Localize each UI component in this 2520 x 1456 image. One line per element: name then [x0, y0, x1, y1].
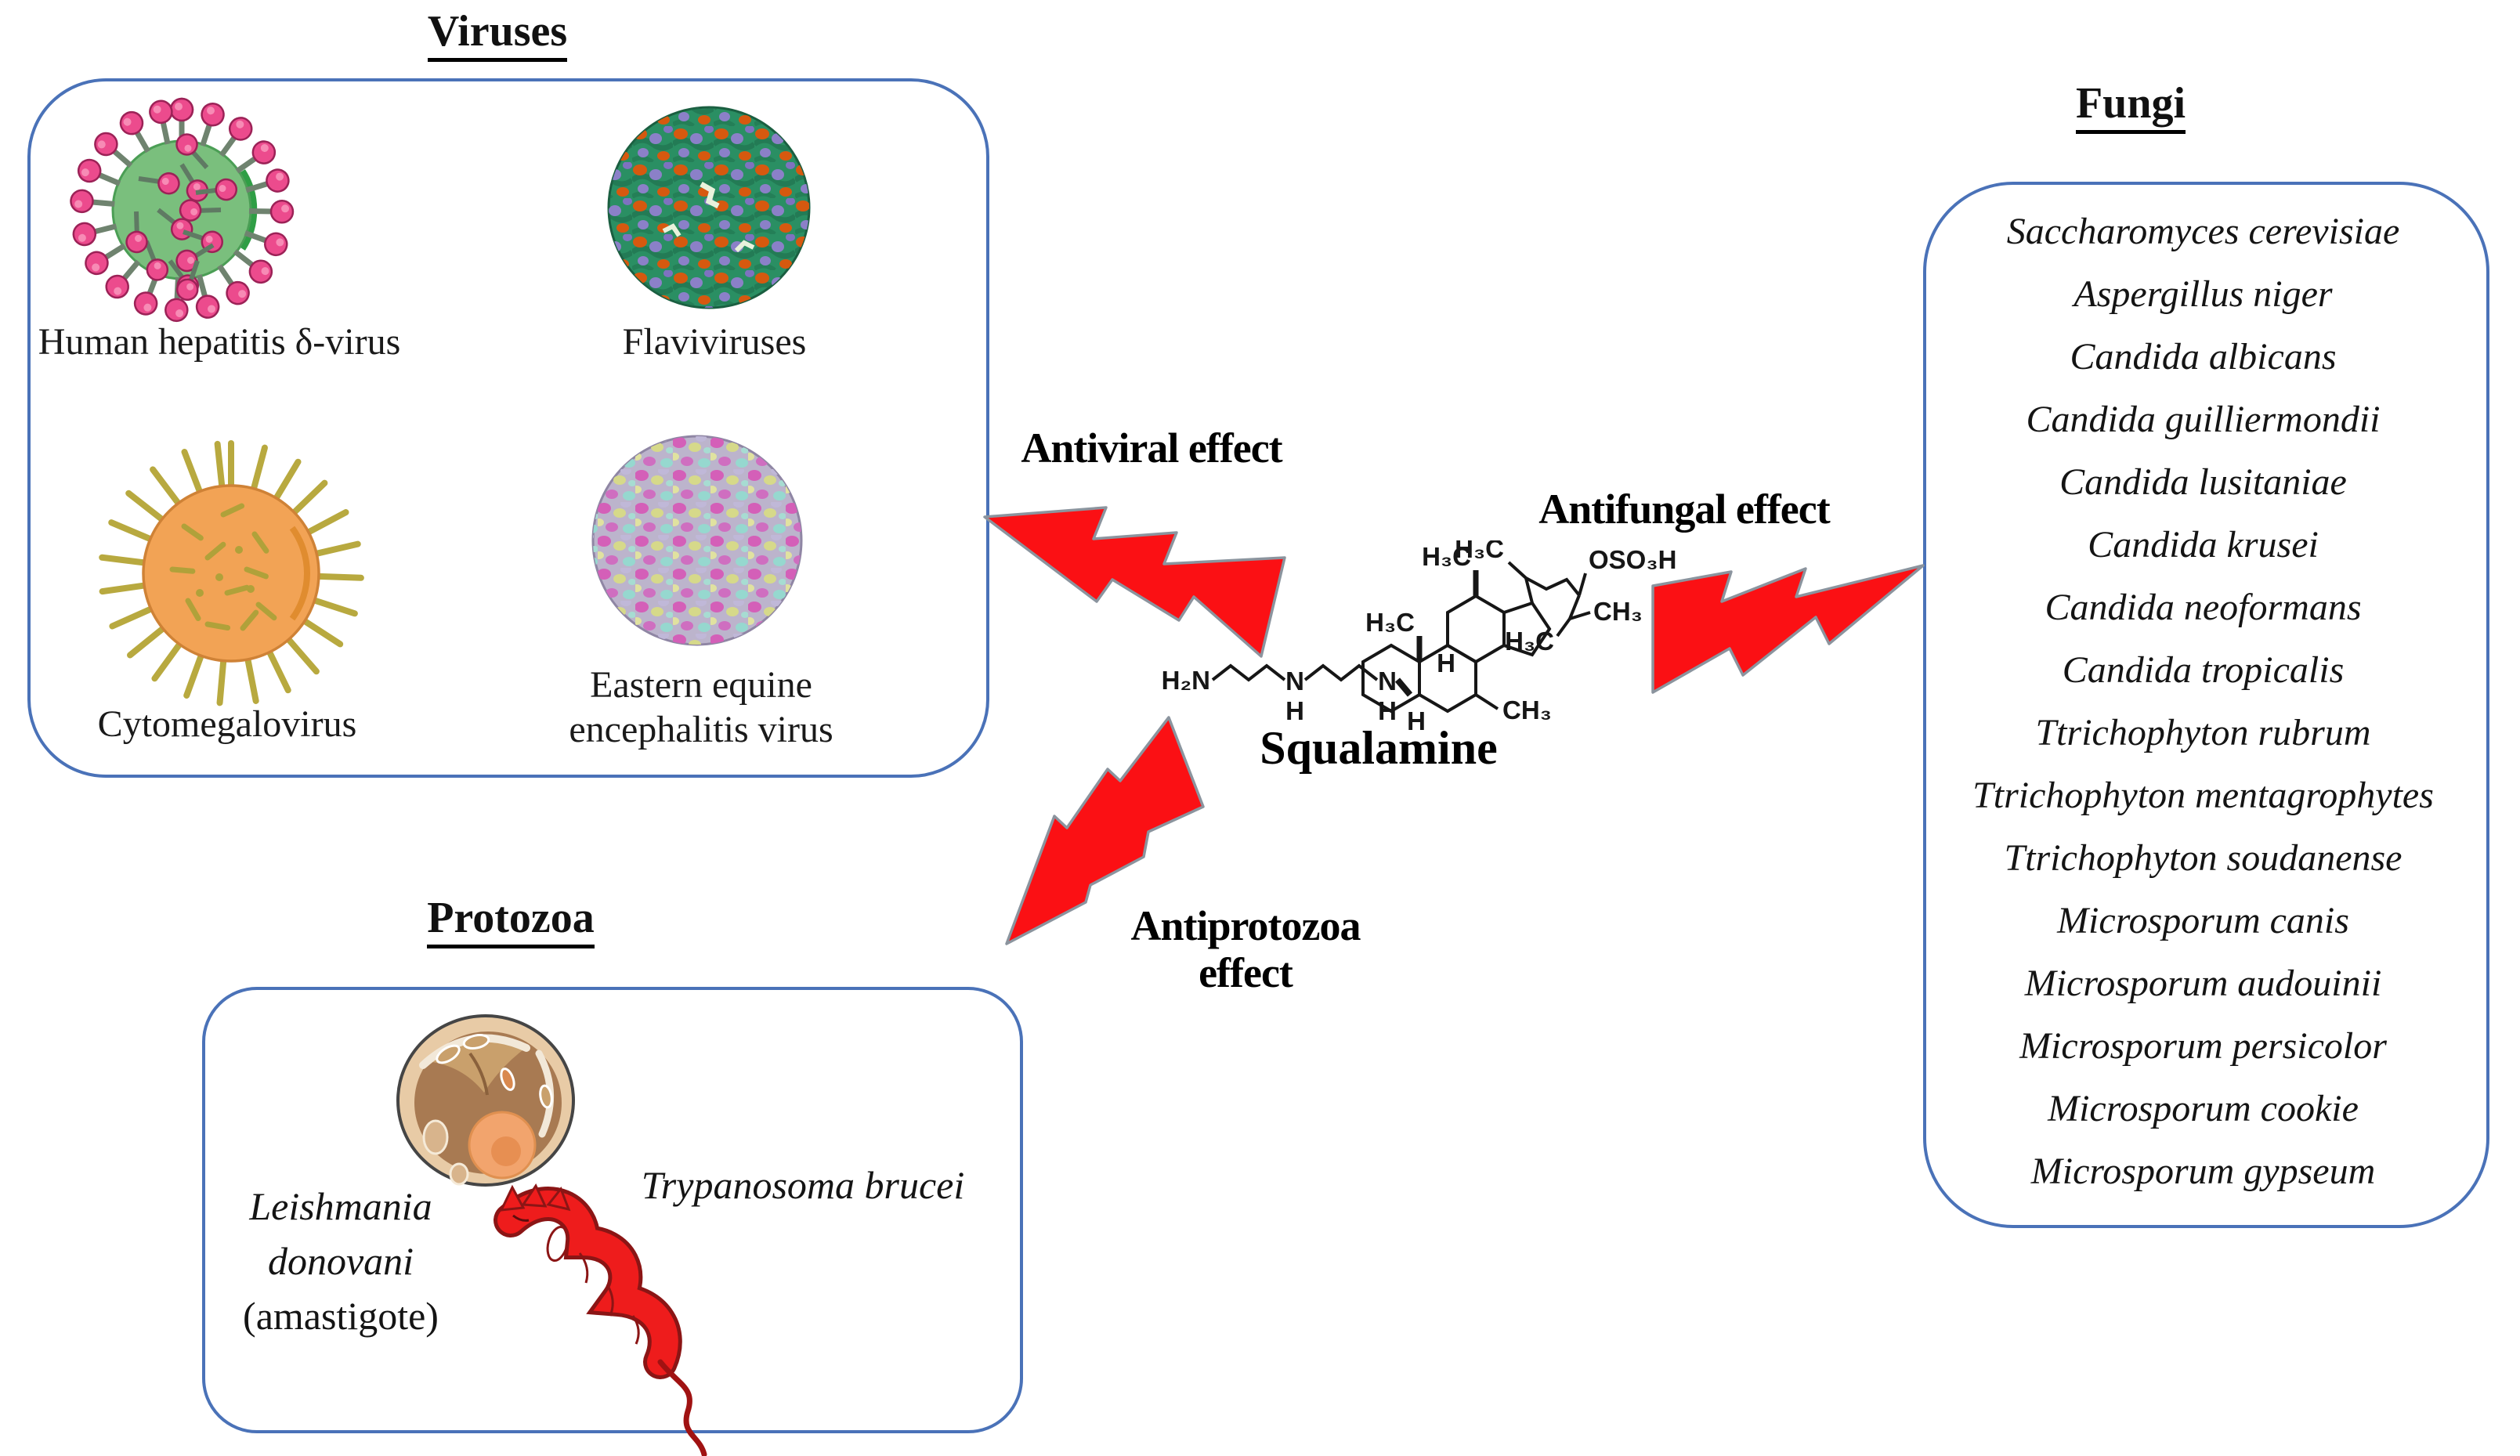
leishmania-label: Leishmania donovani (amastigote) — [184, 1179, 497, 1343]
sulfate-label: OSO₃H — [1589, 545, 1676, 574]
antifungal-bolt-icon — [1651, 564, 1925, 694]
antiprotozoa-effect-label: Antiprotozoa effect — [1130, 902, 1361, 996]
nh-hydrogen-label: H — [1285, 696, 1304, 725]
fungi-species-item: Microsporum gypseum — [2030, 1151, 2376, 1192]
fungi-species-item: Saccharomyces cerevisiae — [2006, 211, 2400, 252]
fungi-species-item: Ttrichophyton mentagrophytes — [1972, 775, 2434, 816]
viruses-title: Viruses — [262, 6, 732, 62]
fungi-species-item: Candida lusitaniae — [2059, 461, 2347, 503]
trypanosoma-label: Trypanosoma brucei — [641, 1163, 965, 1207]
methyl-label: H₃C — [1505, 627, 1554, 656]
methyl-label: CH₃ — [1502, 695, 1552, 724]
fungi-panel — [1923, 182, 2489, 1228]
cmv-virus-icon — [90, 432, 372, 714]
fungi-title-text: Fungi — [2075, 78, 2186, 134]
amine-label: H₂N — [1162, 666, 1210, 695]
eeev-virus-label-line1: Eastern equine — [590, 664, 812, 706]
squalamine-structure: H₂N N H N H H₃C H₃C CH₃ H H H₃C OSO₃H CH… — [1162, 540, 1677, 735]
squalamine-label: Squalamine — [1260, 722, 1498, 774]
viruses-title-text: Viruses — [427, 6, 568, 62]
antiviral-effect-label: Antiviral effect — [1021, 425, 1282, 471]
leishmania-label-line2: donovani — [267, 1239, 414, 1283]
fungi-species-item: Ttrichophyton rubrum — [2035, 712, 2371, 753]
trypanosoma-icon — [494, 1183, 707, 1456]
fungi-species-item: Microsporum audouinii — [2024, 963, 2382, 1004]
protozoa-title-text: Protozoa — [427, 893, 595, 948]
fungi-species-item: Microsporum persicolor — [2019, 1025, 2387, 1067]
fungi-species-item: Candida neoformans — [2045, 587, 2362, 628]
leishmania-label-line1: Leishmania — [249, 1184, 432, 1228]
methyl-label: CH₃ — [1593, 597, 1643, 626]
hdv-virus-label: Human hepatitis δ-virus — [38, 321, 401, 363]
fungi-species-item: Candida guilliermondii — [2026, 399, 2381, 440]
protozoa-graphics — [396, 1014, 707, 1456]
cmv-virus-label: Cytomegalovirus — [97, 703, 357, 745]
protozoa-panel — [202, 987, 1023, 1433]
fungi-species-item: Candida tropicalis — [2062, 649, 2345, 691]
fungi-species-list: Saccharomyces cerevisiae Aspergillus nig… — [1923, 201, 2483, 1203]
antiviral-bolt-icon — [983, 506, 1286, 658]
methyl-label: H₃C — [1455, 540, 1504, 563]
fungi-species-item: Ttrichophyton soudanense — [2004, 837, 2402, 879]
eeev-virus-icon — [591, 435, 803, 646]
fungi-species-item: Aspergillus niger — [2073, 273, 2333, 315]
fungi-species-item: Candida krusei — [2088, 524, 2319, 565]
flavivirus-label: Flaviviruses — [622, 321, 807, 363]
hdv-virus-icon — [64, 92, 299, 327]
fungi-species-item: Microsporum canis — [2057, 900, 2349, 941]
nh-nitrogen-label: N — [1378, 667, 1397, 695]
methyl-label: H₃C — [1365, 608, 1415, 637]
protozoa-title: Protozoa — [315, 893, 707, 948]
nh-nitrogen-label: N — [1285, 667, 1304, 695]
stereo-hydrogen-label: H — [1407, 706, 1426, 735]
nh-hydrogen-label: H — [1378, 696, 1397, 725]
leishmania-note: (amastigote) — [243, 1294, 439, 1338]
antiprotozoa-bolt-icon — [1005, 716, 1205, 945]
fungi-species-item: Microsporum cookie — [2048, 1088, 2359, 1129]
stereo-hydrogen-label: H — [1437, 649, 1455, 677]
methyl-label: H₃C — [1422, 542, 1471, 571]
eeev-virus-label-line2: encephalitis virus — [569, 709, 833, 750]
antifungal-effect-label: Antifungal effect — [1538, 486, 1830, 533]
fungi-species-item: Candida albicans — [2070, 336, 2337, 378]
leishmania-icon — [396, 1014, 575, 1187]
fungi-title: Fungi — [1935, 78, 2327, 134]
flavivirus-icon — [607, 106, 811, 309]
